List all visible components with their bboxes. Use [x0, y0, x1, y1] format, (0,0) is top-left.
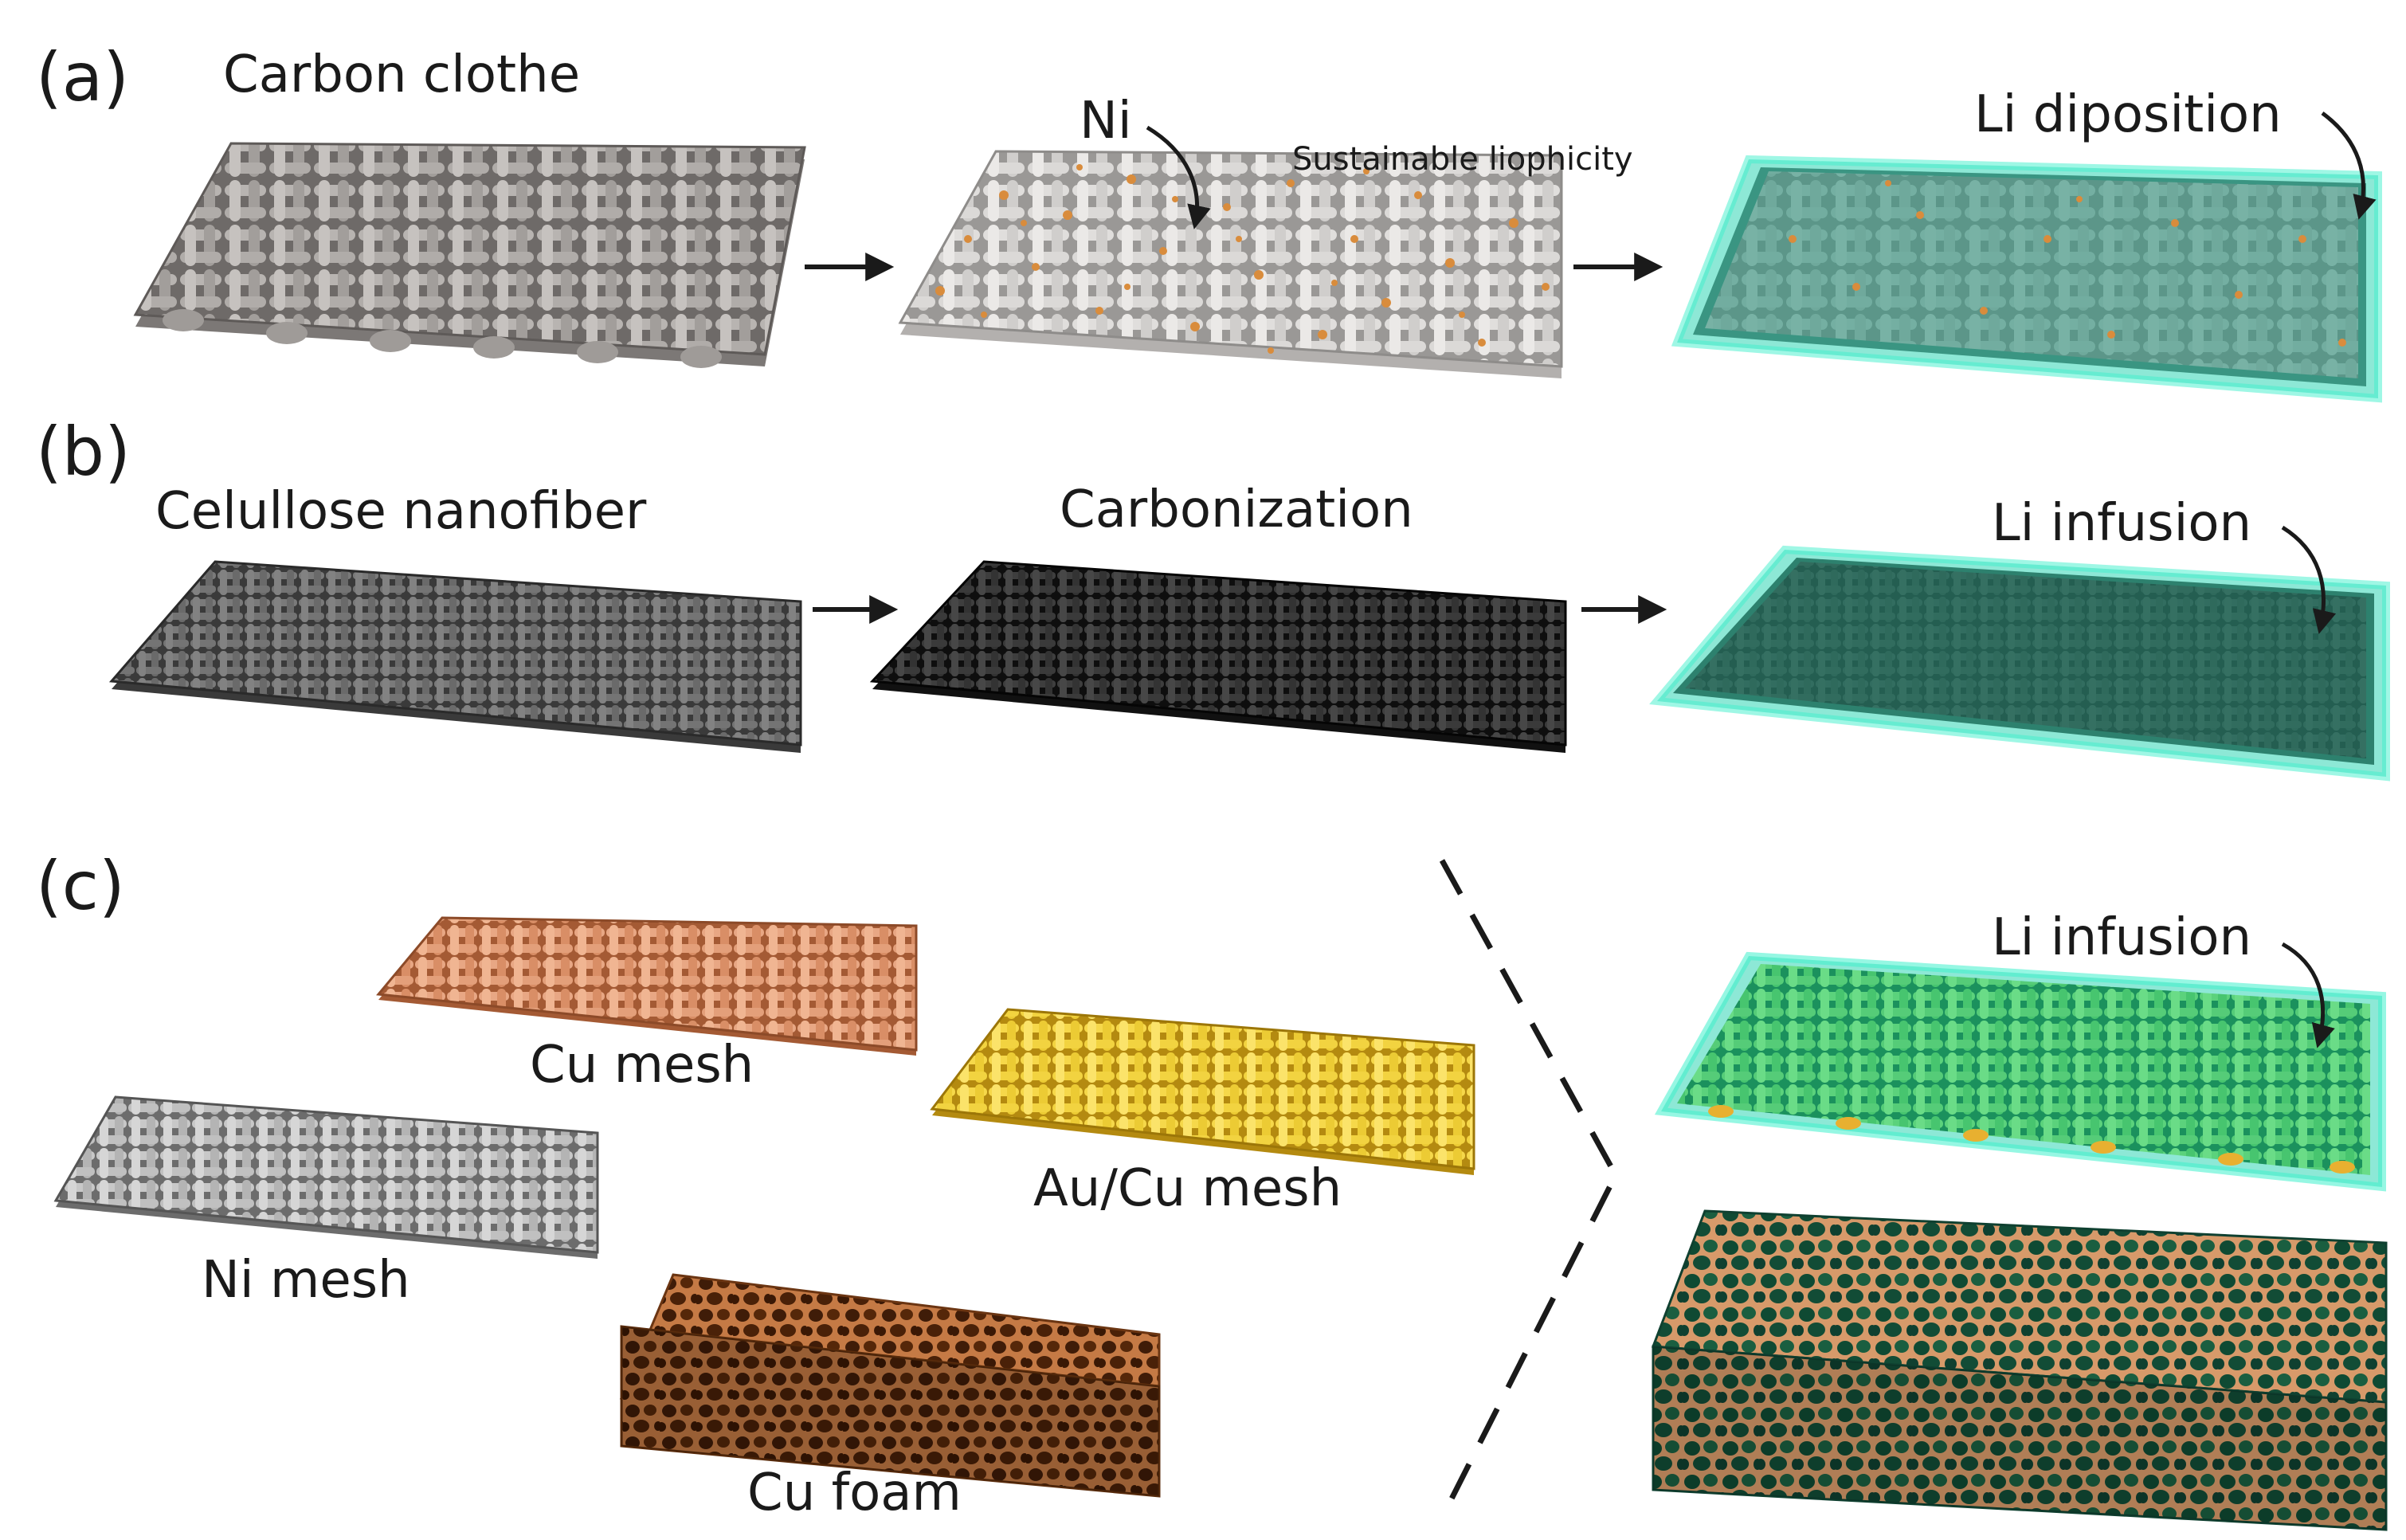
au-cu-mesh-label: Au/Cu mesh [1033, 1159, 1342, 1218]
cu-mesh-label: Cu mesh [530, 1036, 754, 1095]
li-infused-carbon-sheet [1649, 545, 2390, 782]
ni-mesh-label: Ni mesh [202, 1251, 410, 1310]
carbon-cloth-sheet [133, 142, 806, 368]
ni-decorated-cloth-sheet [898, 150, 1563, 378]
li-deposition-pointer-arrow [2321, 111, 2377, 220]
divider-dashed-chevron [1439, 859, 1619, 1511]
ni-label: Ni [1080, 92, 1132, 151]
li-diposition-label: Li diposition [1974, 85, 2282, 144]
ni-particles [935, 164, 1550, 354]
li-infusion-label-c: Li infusion [1992, 908, 2252, 967]
li-infused-mesh-sheet [1654, 951, 2386, 1192]
li-infusion-pointer-arrow-c [2281, 942, 2335, 1048]
carbonized-fiber-sheet [869, 560, 1567, 753]
cu-foam-label: Cu foam [747, 1464, 962, 1522]
li-infusion-pointer-arrow-b [2281, 525, 2337, 634]
carbon-clothe-label: Carbon clothe [223, 45, 581, 104]
au-cu-mesh-sheet [930, 1008, 1475, 1175]
panel-c-letter: (c) [36, 847, 125, 925]
celullose-nanofiber-label: Celullose nanofiber [155, 482, 647, 541]
li-deposited-cloth-sheet [1671, 155, 2382, 403]
carbonization-label: Carbonization [1060, 480, 1413, 539]
li-infusion-label-b: Li infusion [1992, 494, 2252, 553]
cu-foam-block [619, 1273, 1161, 1498]
cu-mesh-sheet [376, 916, 918, 1056]
li-infused-foam-block [1651, 1209, 2388, 1531]
panel-a-letter: (a) [36, 38, 130, 116]
cellulose-nanofiber-sheet [108, 560, 802, 753]
panel-b-letter: (b) [36, 413, 131, 491]
ni-pointer-arrow [1146, 125, 1211, 229]
sustainable-liophicity-label: Sustainable liophicity [1292, 141, 1633, 178]
ni-mesh-sheet [53, 1095, 599, 1259]
